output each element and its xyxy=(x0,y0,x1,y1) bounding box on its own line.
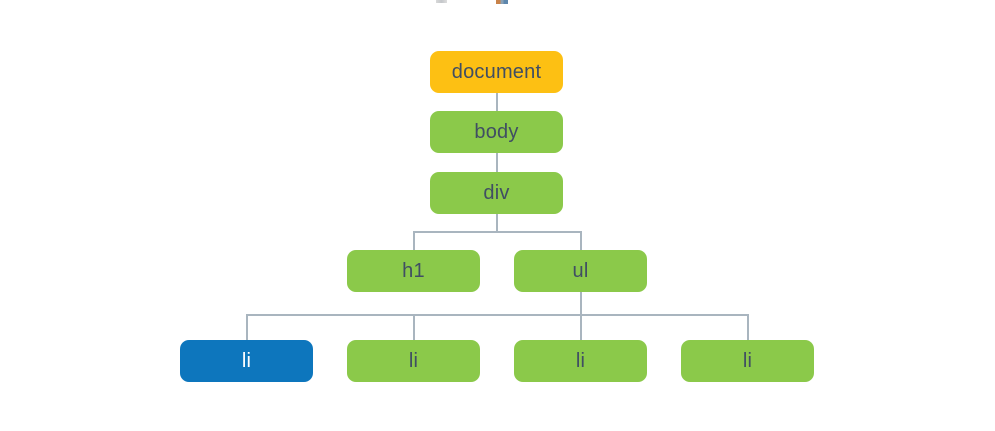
connector-h1-drop xyxy=(413,231,415,250)
connector-li4-drop xyxy=(747,314,749,340)
tree-node-li: li xyxy=(347,340,480,382)
connector-body-div xyxy=(496,153,498,172)
cropped-glyph-fragment xyxy=(496,0,508,4)
tree-node-label: document xyxy=(451,61,542,83)
tree-node-li: li xyxy=(681,340,814,382)
tree-node-h1: h1 xyxy=(347,250,480,292)
connector-li3-drop xyxy=(580,314,582,340)
connector-row1-horizontal xyxy=(413,231,581,233)
connector-row2-horizontal xyxy=(246,314,748,316)
tree-node-label: ul xyxy=(572,260,589,282)
connector-li1-drop xyxy=(246,314,248,340)
connector-div-stem xyxy=(496,214,498,233)
tree-node-label: li xyxy=(408,350,419,372)
tree-node-label: body xyxy=(474,121,519,143)
tree-node-body: body xyxy=(430,111,563,153)
tree-node-li: li xyxy=(514,340,647,382)
tree-node-label: h1 xyxy=(402,260,425,282)
tree-node-label: div xyxy=(483,182,510,204)
connector-ul-drop xyxy=(580,231,582,250)
connector-document-body xyxy=(496,93,498,111)
tree-node-div: div xyxy=(430,172,563,214)
tree-node-document: document xyxy=(430,51,563,93)
cropped-glyph-fragment xyxy=(436,0,447,3)
tree-node-li-highlighted: li xyxy=(180,340,313,382)
connector-ul-stem xyxy=(580,292,582,315)
tree-node-label: li xyxy=(241,350,252,372)
connector-li2-drop xyxy=(413,314,415,340)
tree-node-ul: ul xyxy=(514,250,647,292)
tree-node-label: li xyxy=(575,350,586,372)
tree-node-label: li xyxy=(742,350,753,372)
